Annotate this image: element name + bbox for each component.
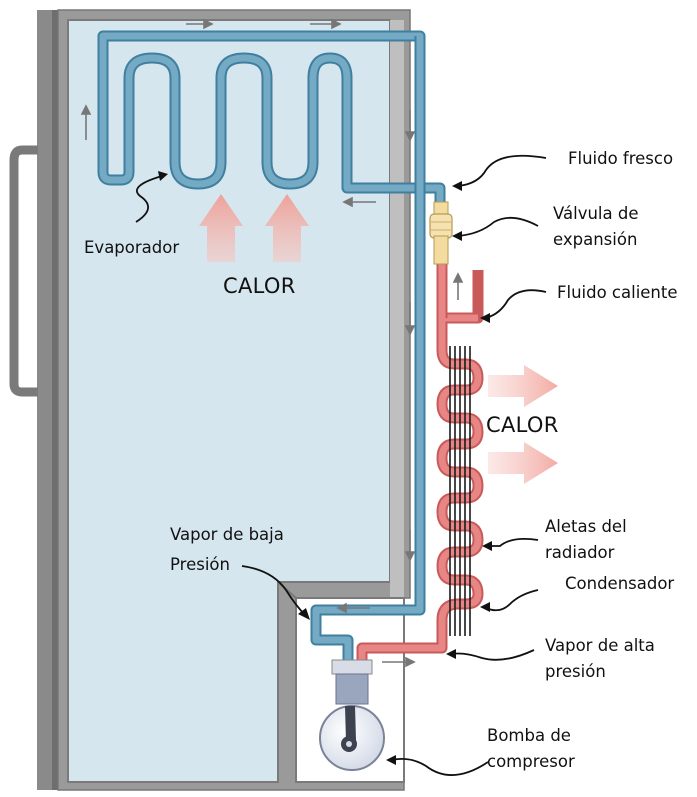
heat-label-right: CALOR [486, 413, 559, 437]
high-pressure-label-line2: presión [545, 662, 606, 681]
heat-arrows-right [488, 365, 558, 484]
flow-arrows [80, 18, 464, 668]
fresh-fluid-label: Fluido fresco [568, 149, 674, 168]
evaporator-label: Evaporador [84, 238, 180, 257]
hot-fluid-label: Fluido caliente [557, 283, 678, 302]
heat-arrows-up [199, 194, 309, 262]
door-handle [9, 145, 38, 397]
radiator-fins-label-line2: radiador [545, 543, 615, 562]
expansion-valve-label-line2: expansión [553, 230, 638, 249]
compressor-label-line2: compresor [487, 752, 575, 771]
expansion-valve [429, 201, 453, 265]
compressor-label-line1: Bomba de [487, 726, 571, 745]
fridge-back-wall [390, 20, 404, 598]
radiator-fins-label-line1: Aletas del [545, 517, 627, 536]
fridge-door [37, 10, 60, 790]
high-pressure-label-line1: Vapor de alta [545, 636, 655, 655]
pointer-lines [135, 154, 547, 776]
compressor [319, 659, 385, 771]
low-pressure-label-line1: Vapor de baja [170, 525, 284, 544]
heat-label-top: CALOR [223, 274, 296, 298]
pointer-arrowheads [158, 171, 492, 765]
radiator-fins [449, 346, 471, 636]
expansion-valve-label-line1: Válvula de [553, 204, 639, 223]
low-pressure-label-line2: Presión [170, 555, 230, 574]
condenser-label: Condensador [565, 574, 675, 593]
